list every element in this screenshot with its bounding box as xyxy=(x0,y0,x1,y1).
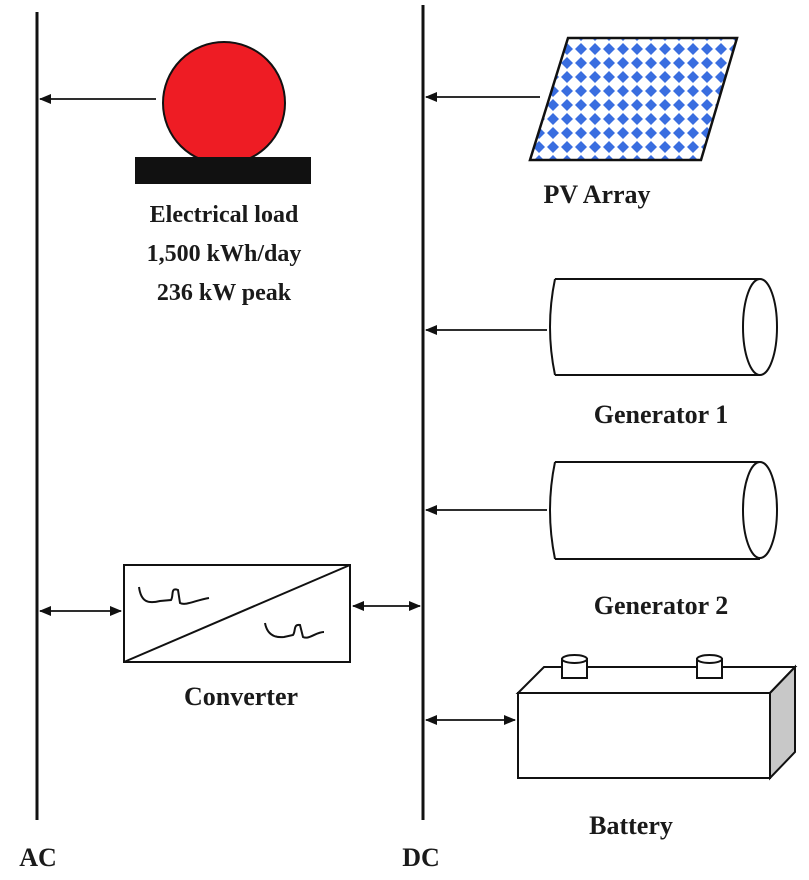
load-icon xyxy=(135,41,311,184)
load-energy: 1,500 kWh/day xyxy=(147,241,302,267)
load-title: Electrical load xyxy=(150,202,299,228)
load-peak: 236 kW peak xyxy=(157,280,292,306)
dc-bus-label: DC xyxy=(402,843,440,872)
ac-bus-label: AC xyxy=(19,843,57,872)
pv-label: PV Array xyxy=(543,180,650,209)
pv-panel-icon xyxy=(528,36,739,162)
battery-icon xyxy=(515,654,798,781)
generator1-icon xyxy=(549,278,778,376)
generator2-icon xyxy=(549,461,778,560)
generator2-label: Generator 2 xyxy=(594,591,729,620)
converter-label: Converter xyxy=(184,682,298,711)
converter-icon xyxy=(123,564,351,663)
generator1-label: Generator 1 xyxy=(594,400,729,429)
battery-label: Battery xyxy=(589,811,673,840)
